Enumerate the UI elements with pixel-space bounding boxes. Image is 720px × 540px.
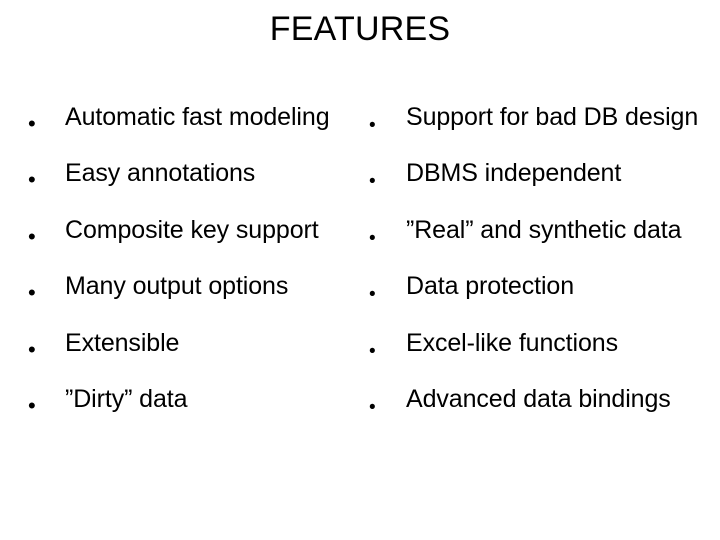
list-item-label: Support for bad DB design [406, 103, 699, 131]
list-item-label: Extensible [65, 328, 180, 357]
bullet-point-icon: • [369, 396, 376, 418]
bullet-point-icon: • [28, 392, 36, 418]
list-item[interactable]: • Extensible [24, 326, 360, 382]
list-item[interactable]: • Automatic fast modeling [24, 100, 360, 156]
list-item-label: Automatic fast modeling [65, 103, 330, 131]
list-item-label: Excel-like functions [406, 328, 618, 357]
bullet-point-icon: • [369, 340, 376, 362]
bullet-column-right: • Support for bad DB design • DBMS indep… [365, 100, 720, 438]
bullet-column-left: • Automatic fast modeling • Easy annotat… [24, 100, 360, 438]
bullet-point-icon: • [28, 167, 36, 193]
list-item-label: Composite key support [65, 215, 319, 244]
list-item[interactable]: • Excel-like functions [365, 326, 720, 382]
list-item-label: Advanced data bindings [406, 384, 671, 413]
list-item-label: Easy annotations [65, 159, 256, 188]
list-item-label: Many output options [65, 272, 289, 301]
list-item[interactable]: • Composite key support [24, 213, 360, 269]
page-title: FEATURES [269, 10, 451, 48]
bullet-point-icon: • [369, 115, 376, 136]
list-item[interactable]: • Data protection [365, 269, 720, 325]
list-item[interactable]: • ”Real” and synthetic data [365, 213, 720, 269]
bullet-point-icon: • [28, 336, 36, 362]
bullet-point-icon: • [369, 284, 376, 306]
bullet-point-icon: • [28, 111, 36, 136]
list-item-label: Data protection [406, 272, 575, 301]
list-item[interactable]: • Easy annotations [24, 156, 360, 212]
list-item-label: DBMS independent [406, 159, 622, 188]
bullet-point-icon: • [28, 280, 36, 306]
list-item[interactable]: • Many output options [24, 269, 360, 325]
list-item[interactable]: • ”Dirty” data [24, 382, 360, 438]
bullet-columns: • Automatic fast modeling • Easy annotat… [0, 100, 720, 440]
list-item[interactable]: • Advanced data bindings [365, 382, 720, 438]
list-item-label: ”Real” and synthetic data [406, 215, 682, 244]
bullet-point-icon: • [369, 227, 376, 249]
bullet-point-icon: • [369, 171, 376, 193]
list-item-label: ”Dirty” data [65, 384, 188, 413]
list-item[interactable]: • DBMS independent [365, 156, 720, 212]
bullet-point-icon: • [28, 223, 36, 249]
list-item[interactable]: • Support for bad DB design [365, 100, 720, 156]
